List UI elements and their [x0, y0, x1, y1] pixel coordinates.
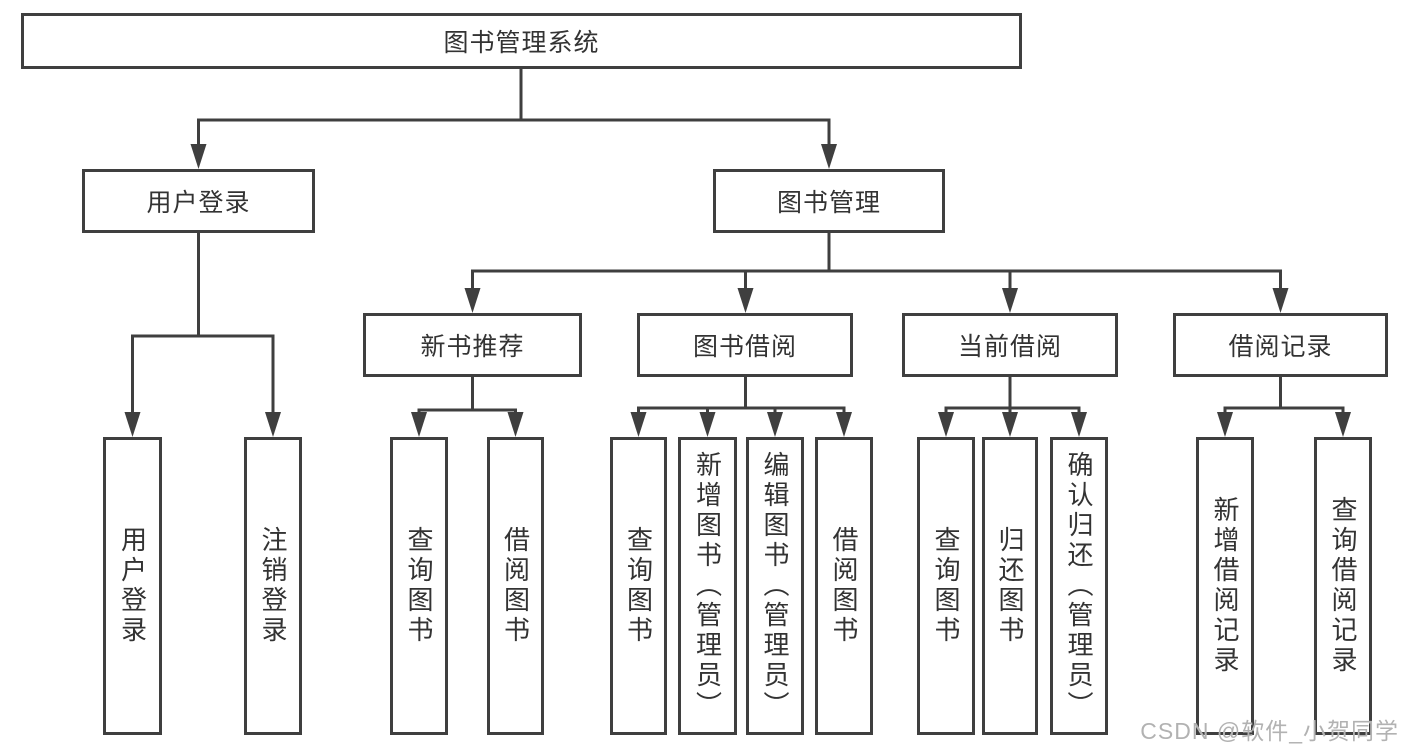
node-book-borrowing: 图书借阅	[637, 313, 853, 377]
leaf-label: 确认归还（管理员）	[1064, 451, 1094, 721]
node-label: 借阅记录	[1228, 333, 1333, 361]
node-user-login: 用户登录	[82, 169, 315, 233]
node-label: 当前借阅	[957, 333, 1062, 361]
leaf-label: 新增图书（管理员）	[692, 451, 723, 721]
leaf-return-books: 归还图书	[982, 437, 1038, 735]
leaf-label: 借阅图书	[500, 526, 531, 646]
leaf-edit-books-admin: 编辑图书（管理员）	[746, 437, 804, 735]
node-new-book-recommendation: 新书推荐	[363, 313, 582, 377]
leaf-add-borrow-record: 新增借阅记录	[1196, 437, 1254, 735]
leaf-user-login: 用户登录	[103, 437, 162, 735]
leaf-query-books-recommendation: 查询图书	[390, 437, 448, 735]
arrowheads	[124, 144, 1351, 437]
leaf-confirm-return-admin: 确认归还（管理员）	[1050, 437, 1108, 735]
node-label: 图书管理	[776, 189, 881, 217]
leaf-label: 新增借阅记录	[1210, 496, 1240, 676]
node-library-management-system: 图书管理系统	[21, 13, 1022, 69]
leaf-label: 查询借阅记录	[1328, 496, 1358, 676]
leaf-logout-login: 注销登录	[244, 437, 302, 735]
leaf-label: 编辑图书（管理员）	[760, 451, 790, 721]
node-borrowing-records: 借阅记录	[1173, 313, 1388, 377]
leaf-query-borrow-record: 查询借阅记录	[1314, 437, 1372, 735]
node-label: 图书借阅	[692, 333, 797, 361]
node-current-borrowing: 当前借阅	[902, 313, 1118, 377]
leaf-label: 归还图书	[995, 526, 1025, 646]
leaf-label: 查询图书	[931, 526, 961, 646]
leaf-label: 用户登录	[117, 526, 148, 646]
node-book-management: 图书管理	[713, 169, 945, 233]
leaf-label: 注销登录	[258, 526, 288, 646]
leaf-query-books-current: 查询图书	[917, 437, 975, 735]
node-label: 用户登录	[146, 189, 251, 217]
leaf-label: 借阅图书	[829, 526, 859, 646]
leaf-query-books-borrowing: 查询图书	[610, 437, 667, 735]
leaf-label: 查询图书	[404, 526, 434, 646]
node-label: 新书推荐	[420, 333, 525, 361]
leaf-add-books-admin: 新增图书（管理员）	[678, 437, 737, 735]
node-label: 图书管理系统	[443, 29, 600, 57]
leaf-borrow-books-recommendation: 借阅图书	[487, 437, 544, 735]
csdn-watermark: CSDN @软件_小贺同学	[1140, 718, 1399, 744]
leaf-label: 查询图书	[623, 526, 654, 646]
leaf-borrow-books-borrowing: 借阅图书	[815, 437, 873, 735]
